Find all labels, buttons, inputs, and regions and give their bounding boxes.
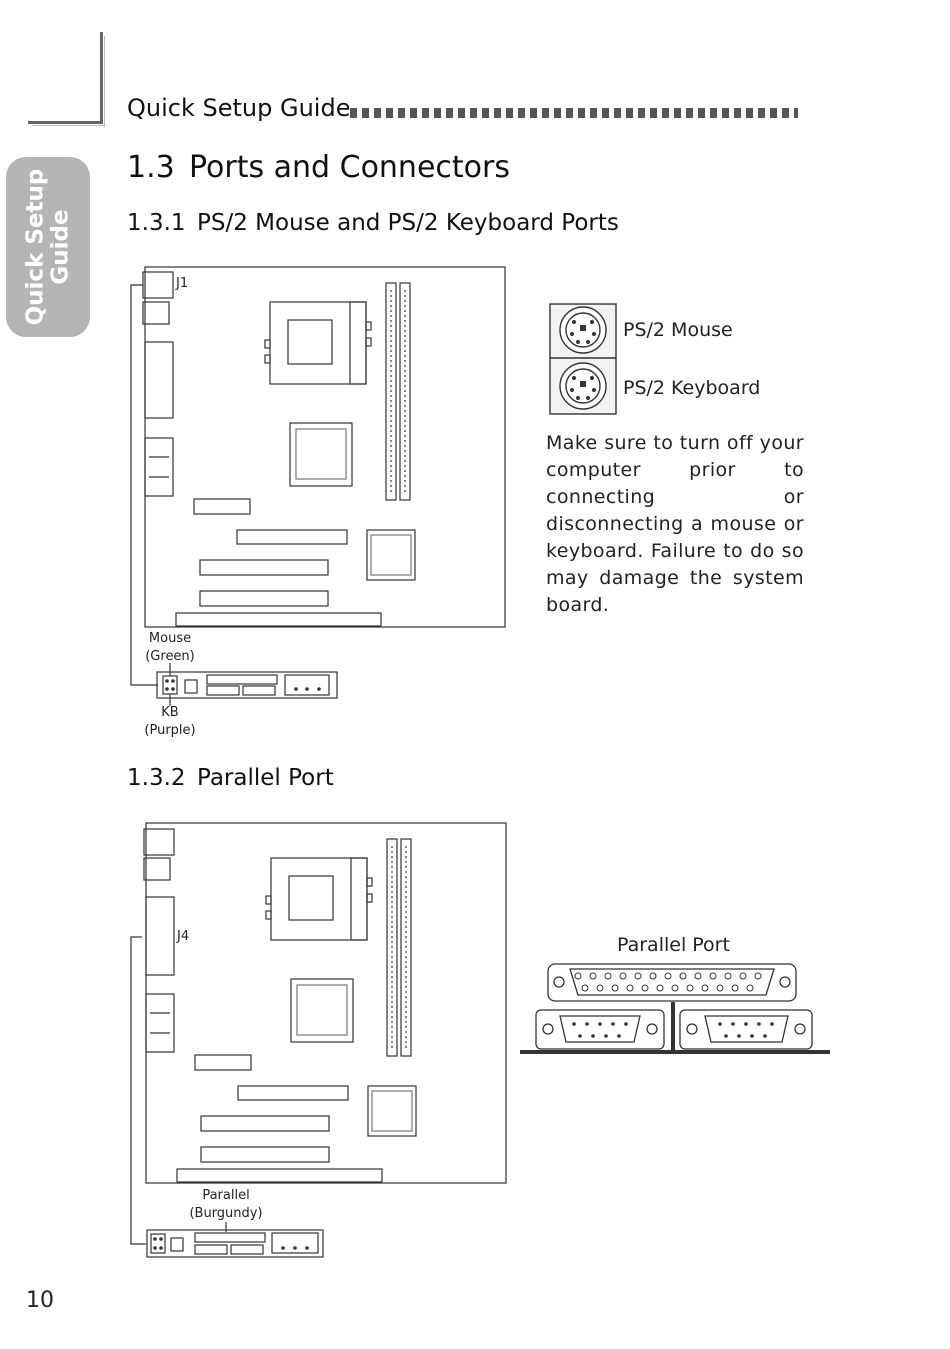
kb-label: KB [161,705,179,720]
page-number: 10 [26,1288,54,1313]
ps2-warning-note: Make sure to turn off your computer prio… [546,432,804,616]
parallel-callout: Parallel (Burgundy) [186,1187,266,1223]
kb-color: (Purple) [144,723,196,738]
mouse-callout: Mouse (Green) [140,630,200,666]
kb-callout: KB (Purple) [140,704,200,740]
mouse-label: Mouse [148,631,192,646]
ps2-keyboard-port-label: PS/2 Keyboard [623,377,761,399]
subsection-ps2-heading: 1.3.1 PS/2 Mouse and PS/2 Keyboard Ports [127,210,619,236]
connector-j1-label: J1 [176,276,189,291]
subsection-parallel-number: 1.3.2 [127,765,186,791]
subsection-ps2-number: 1.3.1 [127,210,186,236]
parallel-color: (Burgundy) [189,1206,263,1221]
parallel-port-label: Parallel Port [617,934,730,956]
corner-mark-vertical [100,32,103,124]
mouse-color: (Green) [145,649,195,664]
subsection-parallel-title: Parallel Port [197,765,334,791]
header-dotted-rule [350,108,798,118]
connector-j4-label: J4 [177,929,190,944]
section-number: 1.3 [127,150,175,185]
side-tab [6,157,90,337]
corner-mark-horizontal [28,121,103,124]
corner-mark-shadow-v [104,36,105,127]
section-title: Ports and Connectors [189,150,510,185]
ps2-mouse-port-label: PS/2 Mouse [623,319,733,341]
corner-mark-shadow-h [32,125,105,126]
running-header: Quick Setup Guide [127,94,351,122]
parallel-label: Parallel [202,1188,250,1203]
subsection-ps2-title: PS/2 Mouse and PS/2 Keyboard Ports [197,210,619,236]
subsection-parallel-heading: 1.3.2 Parallel Port [127,765,334,791]
section-heading: 1.3 Ports and Connectors [127,150,510,185]
